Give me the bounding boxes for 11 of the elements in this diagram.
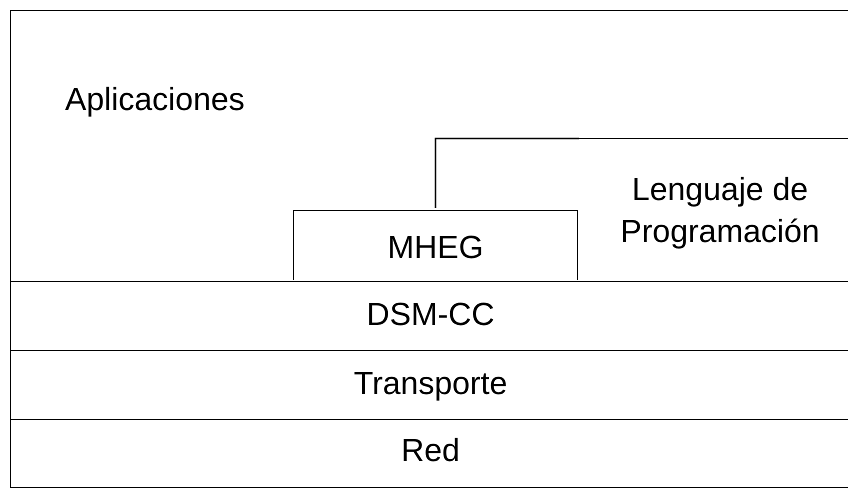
stack-layer (10, 350, 848, 421)
layer-label: DSM-CC (366, 295, 496, 334)
layer-label: Lenguaje de Programación (619, 170, 821, 251)
layer-label: Transporte (352, 364, 508, 403)
layer-label: Red (400, 431, 461, 470)
layer-label: Aplicaciones (65, 80, 245, 119)
layer-label: MHEG (386, 228, 484, 267)
stack-layer (10, 281, 848, 352)
stack-layer (10, 419, 848, 488)
application-layer (10, 10, 848, 283)
protocol-layer (293, 210, 578, 280)
